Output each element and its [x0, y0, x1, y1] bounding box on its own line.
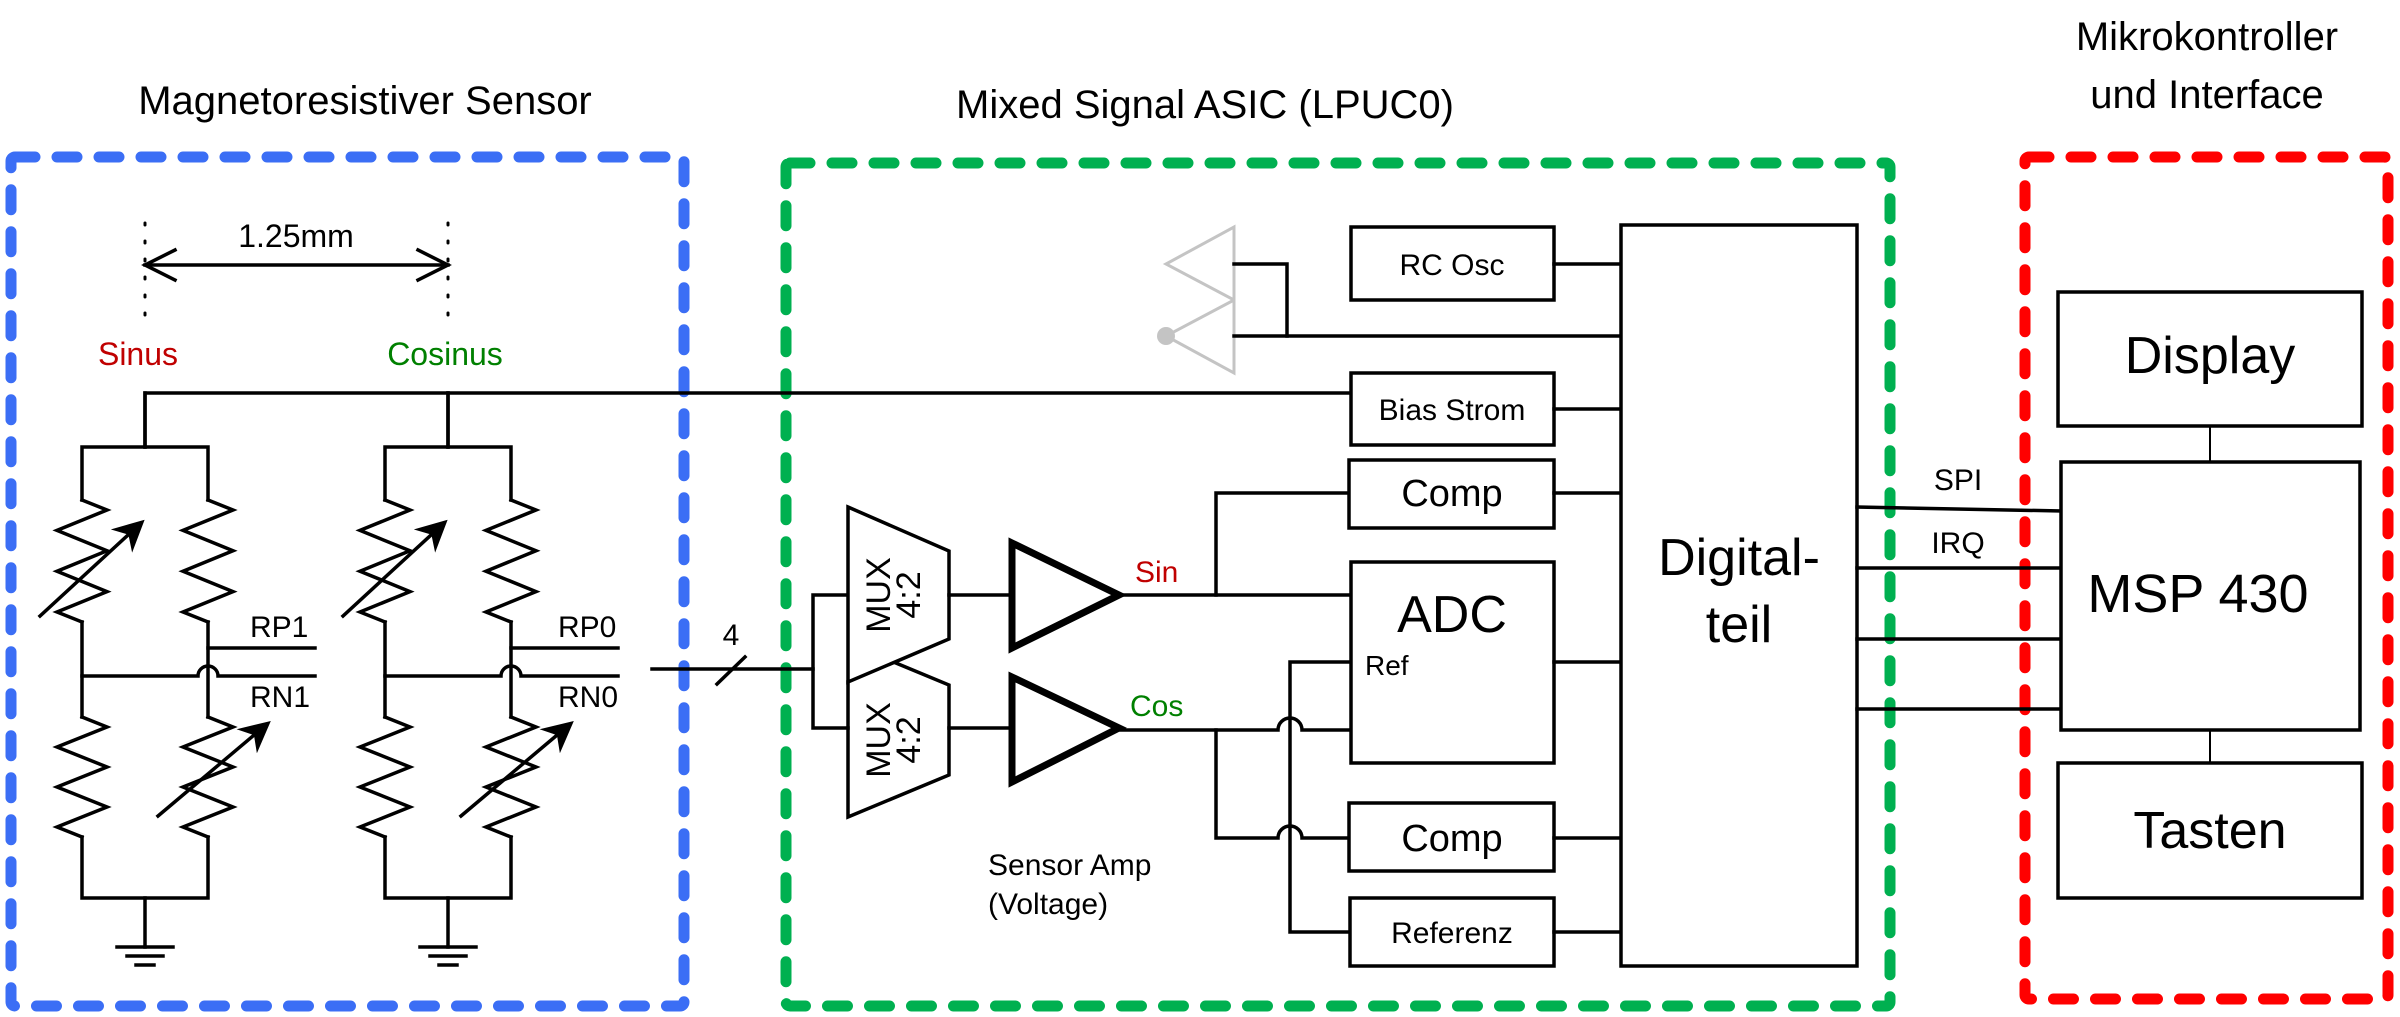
asic-group-title: Mixed Signal ASIC (LPUC0) [956, 83, 1454, 127]
sensor-group-border [5, 151, 690, 1012]
sensor-amp-sin [1008, 537, 1127, 654]
bus-fork-wire [811, 593, 850, 730]
mux-cos-label-2: 4:2 [890, 716, 928, 763]
comp-top-label: Comp [1401, 473, 1502, 515]
osc-feedback-wire [1232, 262, 1289, 338]
bridge-bottom-rail [383, 835, 513, 900]
dimension-label: 1.25mm [238, 218, 354, 254]
referenz-block: Referenz [1348, 896, 1556, 968]
rp1-label: RP1 [250, 611, 308, 644]
resistor-top-right [178, 497, 238, 625]
digital-block: Digital- teil [1619, 223, 1859, 968]
sensor-group-title: Magnetoresistiver Sensor [138, 79, 592, 123]
amp-caption-1: Sensor Amp [988, 849, 1151, 882]
ref-wire [1288, 660, 1353, 934]
bus-width-label: 4 [723, 619, 740, 652]
adc-block: ADC Ref [1349, 560, 1556, 765]
resistor-top-left [355, 497, 415, 625]
inverter-bottom [1162, 297, 1236, 376]
mux-cos [846, 660, 951, 820]
comp-bottom-label: Comp [1401, 818, 1502, 860]
inverter-bubble [1157, 327, 1175, 345]
comp-top-block: Comp [1347, 458, 1556, 530]
bridge-top-rail [383, 445, 513, 502]
mcu-group-border [2019, 151, 2394, 1005]
irq-label: IRQ [1931, 527, 1984, 560]
msp430-block: MSP 430 [2059, 460, 2362, 732]
bridge-bottom-rail [80, 835, 210, 900]
inverter-top [1162, 224, 1236, 303]
dimension-indicator: 1.25mm [141, 218, 452, 317]
variable-resistor-arrow-icon [37, 519, 145, 619]
resistor-top-right [481, 497, 541, 625]
oscillator-inverter-ring [1157, 224, 1236, 376]
display-block: Display [2056, 290, 2364, 428]
mcu-group-title-line2: und Interface [2090, 73, 2324, 117]
sin-signal-label: Sin [1135, 556, 1178, 589]
tasten-block: Tasten [2056, 761, 2364, 900]
bridge-top-rail [80, 445, 210, 502]
mcu-group-title-line1: Mikrokontroller [2076, 15, 2338, 59]
referenz-label: Referenz [1391, 917, 1513, 950]
variable-resistor-arrow-icon [458, 720, 574, 819]
bias-strom-label: Bias Strom [1379, 394, 1526, 427]
cos-to-comp-wire [1214, 728, 1351, 840]
output-n-wire [80, 664, 317, 678]
amp-caption-2: (Voltage) [988, 888, 1108, 921]
spi-wire [1855, 505, 2063, 513]
display-label: Display [2125, 327, 2296, 385]
rn0-label: RN0 [558, 681, 618, 714]
mux-sin-label-2: 4:2 [890, 571, 928, 618]
bias-supply-wire [143, 391, 1353, 449]
tasten-label: Tasten [2133, 802, 2286, 860]
mux-sin [846, 504, 951, 685]
resistor-top-left [52, 497, 112, 625]
sinus-bridge [37, 391, 317, 967]
cosinus-label: Cosinus [387, 336, 503, 372]
spi-label: SPI [1934, 464, 1982, 497]
digital-label-1: Digital- [1658, 529, 1820, 587]
cos-signal-label: Cos [1130, 690, 1183, 723]
adc-label: ADC [1397, 586, 1507, 644]
resistor-bottom-left [355, 714, 415, 840]
mux-cos-label-1: MUX [860, 702, 898, 778]
resistor-bottom-right [481, 714, 541, 840]
arrow-right-icon [415, 247, 452, 283]
rn1-label: RN1 [250, 681, 310, 714]
cosinus-bridge [340, 391, 620, 967]
comp-bottom-block: Comp [1347, 801, 1556, 873]
resistor-bottom-right [178, 714, 238, 840]
adc-ref-label: Ref [1365, 650, 1409, 681]
variable-resistor-arrow-icon [340, 519, 448, 619]
output-n-wire [383, 664, 620, 678]
rc-osc-label: RC Osc [1400, 249, 1505, 282]
sinus-label: Sinus [98, 336, 178, 372]
mux-sin-label-1: MUX [860, 557, 898, 633]
sin-to-comp-wire [1214, 491, 1351, 597]
arrow-left-icon [141, 247, 178, 283]
msp430-label: MSP 430 [2087, 564, 2308, 624]
rc-osc-block: RC Osc [1349, 225, 1556, 302]
rp0-label: RP0 [558, 611, 616, 644]
resistor-bottom-left [52, 714, 112, 840]
variable-resistor-arrow-icon [155, 720, 271, 819]
bus-width-slash [714, 654, 748, 687]
asic-group-border [780, 157, 1896, 1012]
sensor-amp-cos [1008, 671, 1127, 788]
bias-strom-block: Bias Strom [1349, 371, 1556, 447]
digital-label-2: teil [1706, 596, 1772, 654]
